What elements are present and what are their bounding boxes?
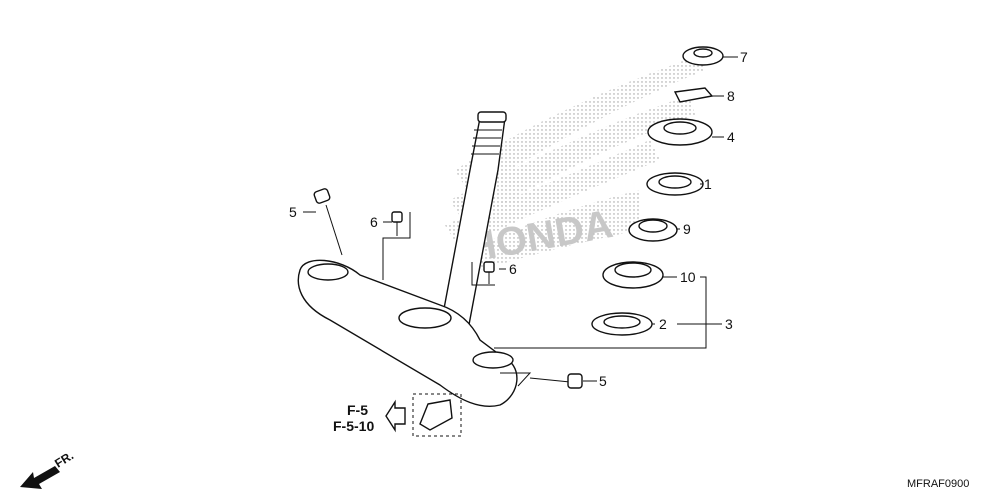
dust-seal <box>646 172 704 196</box>
clip-callout <box>412 393 462 437</box>
part-label-8: 8 <box>727 88 735 104</box>
part-label-5-left: 5 <box>289 204 297 220</box>
part-label-5-right: 5 <box>599 373 607 389</box>
lower-triple-clamp <box>297 259 518 407</box>
dust-seal-lower <box>591 312 653 336</box>
reference-label-f5-10[interactable]: F-5-10 <box>333 418 374 434</box>
honda-wing-watermark: HONDA <box>445 55 705 271</box>
bolt-right <box>529 373 583 389</box>
part-label-10: 10 <box>680 269 696 285</box>
lock-washer <box>673 87 714 103</box>
part-label-9: 9 <box>683 221 691 237</box>
adjusting-nut <box>647 118 713 146</box>
lock-nut <box>682 46 724 66</box>
part-label-1: 1 <box>704 176 712 192</box>
reference-label-f5[interactable]: F-5 <box>347 402 368 418</box>
leader-lines <box>303 56 738 387</box>
part-label-2: 2 <box>659 316 667 332</box>
bolt-left <box>313 188 343 256</box>
diagram-code: MFRAF0900 <box>907 478 969 490</box>
part-label-3: 3 <box>725 316 733 332</box>
upper-bearing <box>628 218 678 242</box>
small-bolt-left <box>391 211 403 236</box>
front-direction-arrow: FR. <box>20 448 76 489</box>
lower-bearing <box>602 261 664 289</box>
small-bolt-right <box>483 261 495 284</box>
part-label-6-left: 6 <box>370 214 378 230</box>
part-label-4: 4 <box>727 129 735 145</box>
part-label-6-right: 6 <box>509 261 517 277</box>
part-label-7: 7 <box>740 49 748 65</box>
reference-arrow <box>385 399 406 433</box>
